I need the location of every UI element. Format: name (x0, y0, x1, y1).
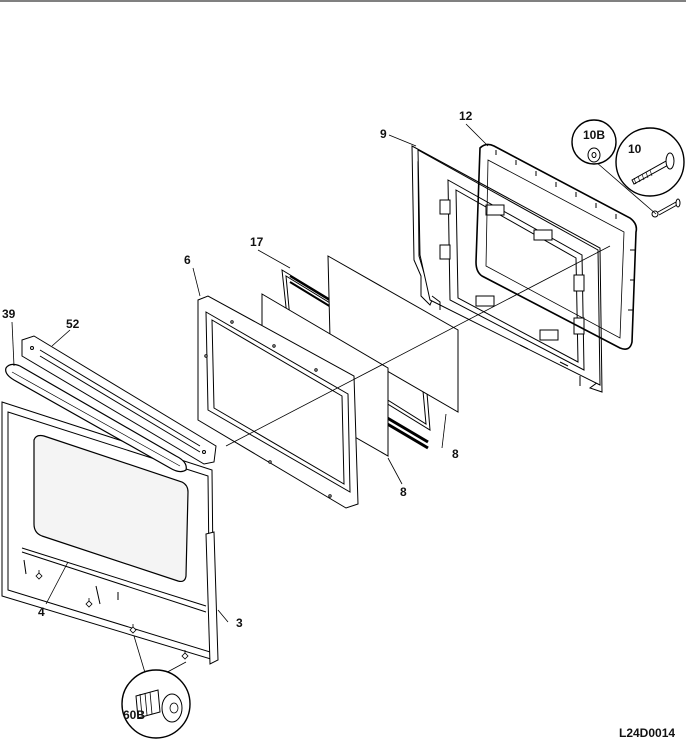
door-gasket (475, 143, 638, 350)
callout-10: 10 (628, 142, 642, 156)
inner-door-frame (411, 145, 603, 393)
callout-6: 6 (184, 253, 191, 267)
callout-9: 9 (380, 127, 387, 141)
callout-52: 52 (66, 317, 80, 331)
door-trim-3 (205, 531, 219, 665)
screw-inset-60b (121, 669, 191, 739)
callout-8-front: 8 (400, 485, 407, 499)
diagram-code: L24D0014 (619, 726, 676, 740)
bolt-inset-10 (615, 127, 685, 197)
callout-12: 12 (459, 109, 473, 123)
kick-plate-4 (21, 547, 207, 613)
handle-39 (5, 363, 187, 473)
door-frame-6 (197, 295, 359, 509)
callout-8-rear: 8 (452, 447, 459, 461)
glass-panel-8-rear (327, 255, 459, 413)
bottom-screws (35, 570, 189, 660)
callout-10b: 10B (583, 128, 606, 142)
callout-39: 39 (2, 307, 16, 321)
assembly-line (225, 245, 611, 447)
washer-inset-10b (571, 119, 617, 165)
callout-17: 17 (250, 235, 264, 249)
callout-4: 4 (38, 605, 45, 619)
bolt-installed (651, 198, 681, 218)
handle-trim-52 (21, 335, 217, 465)
outer-door (1, 401, 215, 661)
callout-3: 3 (236, 616, 243, 630)
callout-60b: 60B (123, 708, 146, 722)
door-window (33, 434, 189, 583)
leader-lines (11, 123, 657, 677)
